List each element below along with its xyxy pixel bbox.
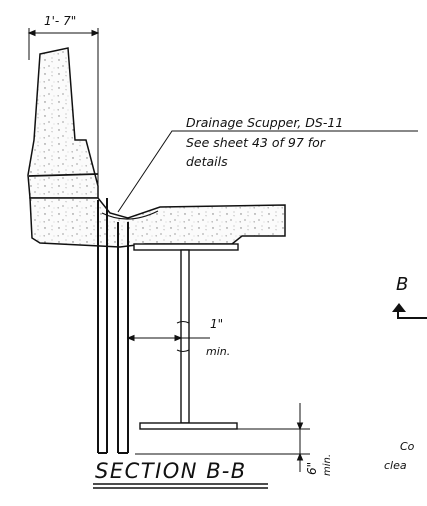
girder-top-flange: [133, 243, 239, 251]
top-dimension: [27, 28, 100, 60]
edge-text-1: Co: [400, 440, 415, 453]
girder-web: [180, 249, 190, 424]
section-arrow-icon: [392, 303, 427, 319]
note-line-1: Drainage Scupper, DS-11: [186, 115, 343, 130]
dim-bottom-label: 6": [305, 462, 319, 475]
dim-clear-unit: min.: [206, 345, 230, 358]
dim-bottom-unit: min.: [322, 454, 333, 476]
note-line-2: See sheet 43 of 97 for: [186, 135, 326, 150]
note-leader-line: [117, 130, 418, 213]
barrier-joint-line: [28, 173, 99, 177]
dim-clear-label: 1": [210, 317, 223, 331]
dim-top-label: 1'- 7": [44, 14, 76, 28]
section-marker-label: B: [396, 274, 408, 295]
edge-text-2: clea: [384, 459, 407, 472]
title-underlines: [93, 483, 268, 489]
girder-bottom-flange: [139, 422, 238, 430]
clearance-dimension: [126, 321, 210, 352]
section-title: SECTION B-B: [95, 459, 247, 483]
deck-slab: [29, 197, 286, 248]
bottom-dimension: [135, 403, 310, 472]
note-line-3: details: [186, 154, 228, 169]
